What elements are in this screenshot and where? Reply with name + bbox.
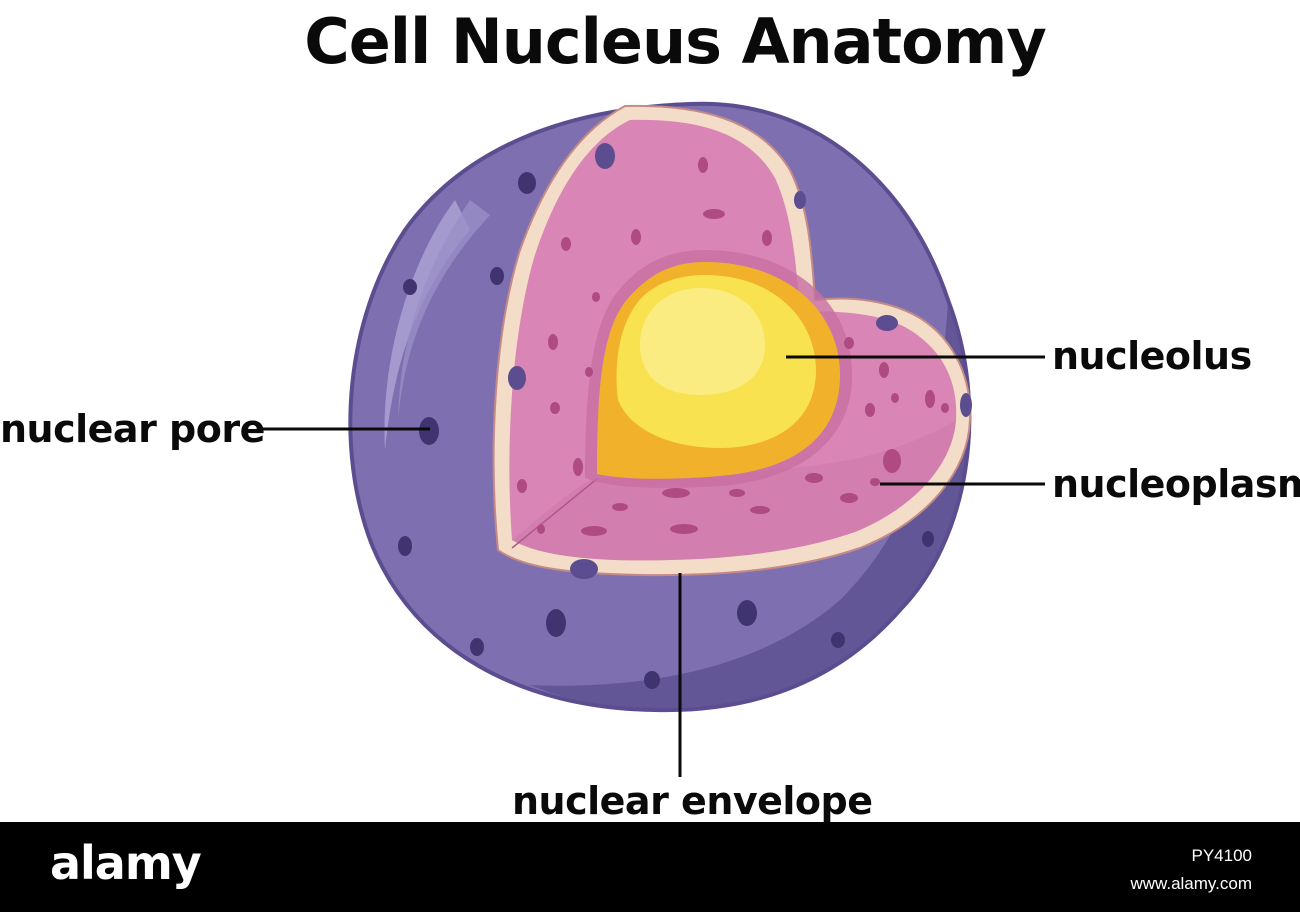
image-id: PY4100 — [1191, 846, 1253, 865]
label-nucleolus: nucleolus — [1052, 334, 1252, 378]
label-nucleoplasm: nucleoplasm — [1052, 462, 1300, 506]
label-nuclear-pore: nuclear pore — [0, 407, 265, 451]
envelope-shadow — [530, 300, 970, 711]
label-nuclear-envelope: nuclear envelope — [512, 779, 873, 823]
leader-lines — [262, 355, 1045, 777]
diagram-title: Cell Nucleus Anatomy — [304, 5, 1047, 78]
nuclear-pore-marker — [419, 417, 439, 445]
watermark-bar: alamy PY4100 www.alamy.com — [0, 822, 1300, 912]
watermark-site: www.alamy.com — [1130, 874, 1252, 893]
chromatin-speckles — [517, 157, 949, 536]
alamy-logo: alamy — [50, 836, 202, 890]
